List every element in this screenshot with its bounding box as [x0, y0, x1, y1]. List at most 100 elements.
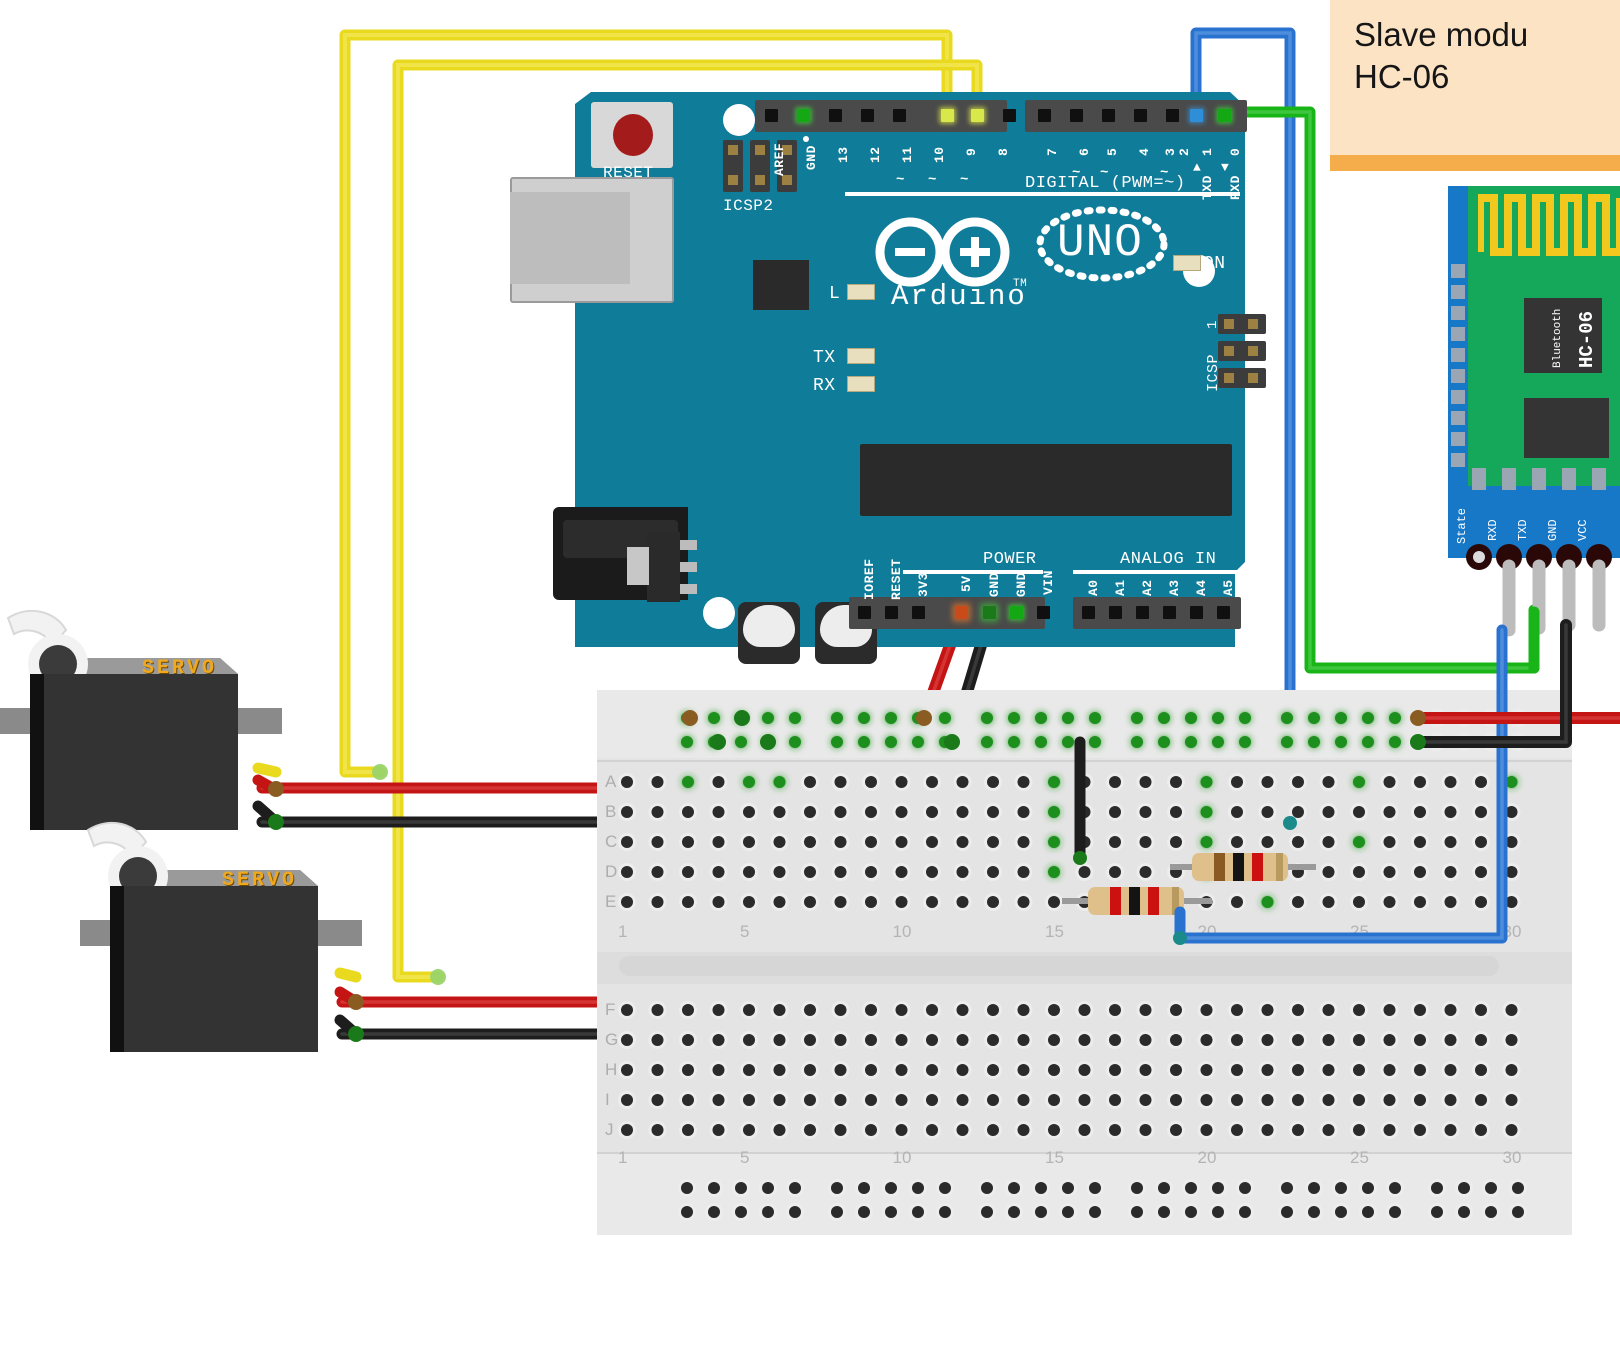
breadboard-hole-grid[interactable] [597, 690, 1572, 1235]
breadboard-hole-E10[interactable] [892, 893, 911, 911]
breadboard-hole-I11[interactable] [923, 1091, 941, 1109]
breadboard-rail-hole[interactable] [1059, 733, 1077, 751]
breadboard-rail-hole[interactable] [732, 1179, 750, 1197]
breadboard-hole-D11[interactable] [923, 863, 941, 881]
breadboard-hole-H5[interactable] [740, 1061, 758, 1079]
breadboard-hole-I20[interactable] [1197, 1091, 1216, 1109]
breadboard-rail-hole[interactable] [705, 709, 723, 727]
breadboard-hole-F8[interactable] [831, 1001, 850, 1019]
breadboard-hole-B10[interactable] [892, 803, 911, 821]
breadboard-hole-F15[interactable] [1045, 1001, 1063, 1019]
breadboard-hole-F6[interactable] [770, 1001, 789, 1019]
breadboard-hole-J13[interactable] [984, 1121, 1002, 1139]
breadboard-rail-hole[interactable] [1005, 1203, 1023, 1221]
breadboard-hole-I29[interactable] [1472, 1091, 1490, 1109]
breadboard-rail-hole[interactable] [1428, 1203, 1446, 1221]
breadboard-rail-hole[interactable] [1236, 733, 1254, 751]
breadboard-hole-A17[interactable] [1106, 773, 1124, 791]
breadboard-hole-H6[interactable] [770, 1061, 789, 1079]
breadboard-rail-hole[interactable] [1155, 709, 1173, 727]
breadboard-hole-I21[interactable] [1228, 1091, 1246, 1109]
breadboard-rail-hole[interactable] [1386, 709, 1404, 727]
breadboard-hole-J9[interactable] [862, 1121, 880, 1139]
breadboard-hole-H20[interactable] [1197, 1061, 1216, 1079]
breadboard-rail-hole[interactable] [1086, 1203, 1104, 1221]
breadboard-hole-I23[interactable] [1289, 1091, 1307, 1109]
breadboard-hole-D5[interactable] [740, 863, 758, 881]
breadboard-hole-H9[interactable] [862, 1061, 880, 1079]
breadboard-rail-hole[interactable] [909, 733, 927, 751]
breadboard-hole-B21[interactable] [1228, 803, 1246, 821]
breadboard-hole-D9[interactable] [862, 863, 880, 881]
breadboard-rail-hole[interactable] [1509, 1179, 1527, 1197]
breadboard-hole-B9[interactable] [862, 803, 880, 821]
servo-motor-1[interactable]: SERVO [0, 600, 300, 830]
breadboard-hole-D24[interactable] [1319, 863, 1338, 881]
breadboard-rail-hole[interactable] [786, 709, 804, 727]
breadboard-hole-C12[interactable] [953, 833, 972, 851]
breadboard-rail-hole[interactable] [1182, 1179, 1200, 1197]
breadboard-rail-hole[interactable] [1032, 733, 1050, 751]
breadboard-hole-G19[interactable] [1167, 1031, 1185, 1049]
breadboard-hole-B2[interactable] [648, 803, 667, 821]
breadboard-hole-J15[interactable] [1045, 1121, 1063, 1139]
breadboard-hole-J2[interactable] [648, 1121, 667, 1139]
breadboard-hole-I5[interactable] [740, 1091, 758, 1109]
breadboard-hole-A3[interactable] [679, 773, 697, 791]
breadboard-hole-H18[interactable] [1136, 1061, 1155, 1079]
breadboard-rail-hole[interactable] [1182, 733, 1200, 751]
breadboard-hole-A5[interactable] [740, 773, 758, 791]
breadboard-hole-C27[interactable] [1411, 833, 1429, 851]
breadboard-rail-hole[interactable] [1278, 1179, 1296, 1197]
breadboard-hole-F12[interactable] [953, 1001, 972, 1019]
breadboard-hole-D6[interactable] [770, 863, 789, 881]
breadboard-hole-C19[interactable] [1167, 833, 1185, 851]
breadboard-rail-hole[interactable] [1509, 1203, 1527, 1221]
breadboard-hole-C3[interactable] [679, 833, 697, 851]
breadboard-hole-G8[interactable] [831, 1031, 850, 1049]
arduino-uno-board[interactable]: RESET ICSP2 ICSP 1 L TX RX [510, 92, 1266, 664]
breadboard-hole-F4[interactable] [709, 1001, 728, 1019]
breadboard-rail-hole[interactable] [936, 1203, 954, 1221]
breadboard-rail-hole[interactable] [1059, 1203, 1077, 1221]
breadboard-hole-F24[interactable] [1319, 1001, 1338, 1019]
breadboard-hole-B18[interactable] [1136, 803, 1155, 821]
breadboard-hole-J10[interactable] [892, 1121, 911, 1139]
breadboard-rail-hole[interactable] [1209, 1179, 1227, 1197]
breadboard-hole-I19[interactable] [1167, 1091, 1185, 1109]
breadboard-hole-F10[interactable] [892, 1001, 911, 1019]
breadboard-hole-E7[interactable] [801, 893, 819, 911]
breadboard-hole-F17[interactable] [1106, 1001, 1124, 1019]
breadboard-rail-hole[interactable] [1128, 1203, 1146, 1221]
breadboard-hole-A7[interactable] [801, 773, 819, 791]
breadboard-hole-G24[interactable] [1319, 1031, 1338, 1049]
breadboard-hole-A8[interactable] [831, 773, 850, 791]
breadboard-hole-B22[interactable] [1258, 803, 1277, 821]
breadboard-hole-H12[interactable] [953, 1061, 972, 1079]
breadboard-hole-J24[interactable] [1319, 1121, 1338, 1139]
breadboard-rail-hole[interactable] [1128, 709, 1146, 727]
breadboard-hole-C11[interactable] [923, 833, 941, 851]
breadboard-hole-I10[interactable] [892, 1091, 911, 1109]
breadboard-hole-H30[interactable] [1502, 1061, 1521, 1079]
breadboard-rail-hole[interactable] [1182, 709, 1200, 727]
breadboard-hole-I30[interactable] [1502, 1091, 1521, 1109]
breadboard-hole-B23[interactable] [1289, 803, 1307, 821]
breadboard-rail-hole[interactable] [705, 1179, 723, 1197]
breadboard-rail-hole[interactable] [678, 1203, 696, 1221]
breadboard-rail-hole[interactable] [855, 733, 873, 751]
breadboard-rail-hole[interactable] [882, 1203, 900, 1221]
breadboard-hole-H21[interactable] [1228, 1061, 1246, 1079]
breadboard-rail-hole[interactable] [1332, 709, 1350, 727]
breadboard-hole-D2[interactable] [648, 863, 667, 881]
breadboard-hole-I4[interactable] [709, 1091, 728, 1109]
breadboard-hole-F21[interactable] [1228, 1001, 1246, 1019]
servo-motor-2[interactable]: SERVO [80, 812, 380, 1052]
breadboard-rail-hole[interactable] [1428, 1179, 1446, 1197]
breadboard-hole-I28[interactable] [1441, 1091, 1460, 1109]
breadboard-hole-A11[interactable] [923, 773, 941, 791]
breadboard-rail-hole[interactable] [786, 733, 804, 751]
breadboard-rail-hole[interactable] [786, 1203, 804, 1221]
breadboard-hole-H25[interactable] [1350, 1061, 1368, 1079]
breadboard-hole-G27[interactable] [1411, 1031, 1429, 1049]
